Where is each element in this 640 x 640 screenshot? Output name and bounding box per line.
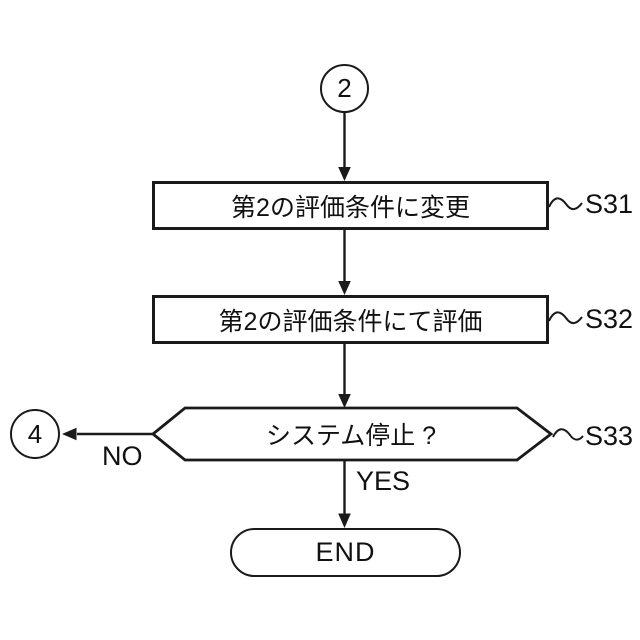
terminal-end: END	[230, 528, 461, 577]
decision-text-s33: システム停止 ?	[185, 408, 517, 460]
squiggle-s31	[548, 197, 583, 211]
process-box-s32: 第2の評価条件にて評価	[152, 295, 549, 344]
arrowhead-end	[338, 513, 351, 528]
arrowhead-s32	[338, 281, 351, 295]
process-box-s31: 第2の評価条件に変更	[152, 181, 549, 230]
step-label-s31: S31	[585, 189, 634, 219]
arrowhead-s33	[338, 394, 351, 408]
connector-circle-4: 4	[10, 409, 60, 459]
step-label-s33: S33	[585, 421, 634, 451]
squiggle-s32	[548, 311, 583, 325]
step-label-s32: S32	[585, 304, 634, 334]
connector-circle-4-label: 4	[27, 418, 43, 449]
arrowhead-s31	[338, 167, 351, 181]
decision-shape	[150, 406, 554, 462]
branch-label-yes: YES	[356, 466, 411, 496]
arrowhead-connector4	[62, 427, 77, 441]
decision-text-s33-label: システム停止 ?	[265, 422, 437, 450]
terminal-end-label: END	[315, 537, 376, 567]
process-box-s32-text: 第2の評価条件にて評価	[218, 307, 483, 336]
connector-circle-2: 2	[320, 64, 369, 113]
branch-label-no: NO	[102, 441, 143, 471]
squiggle-s33	[552, 428, 584, 441]
process-box-s31-text: 第2の評価条件に変更	[231, 193, 470, 222]
connector-circle-2-label: 2	[337, 73, 352, 103]
